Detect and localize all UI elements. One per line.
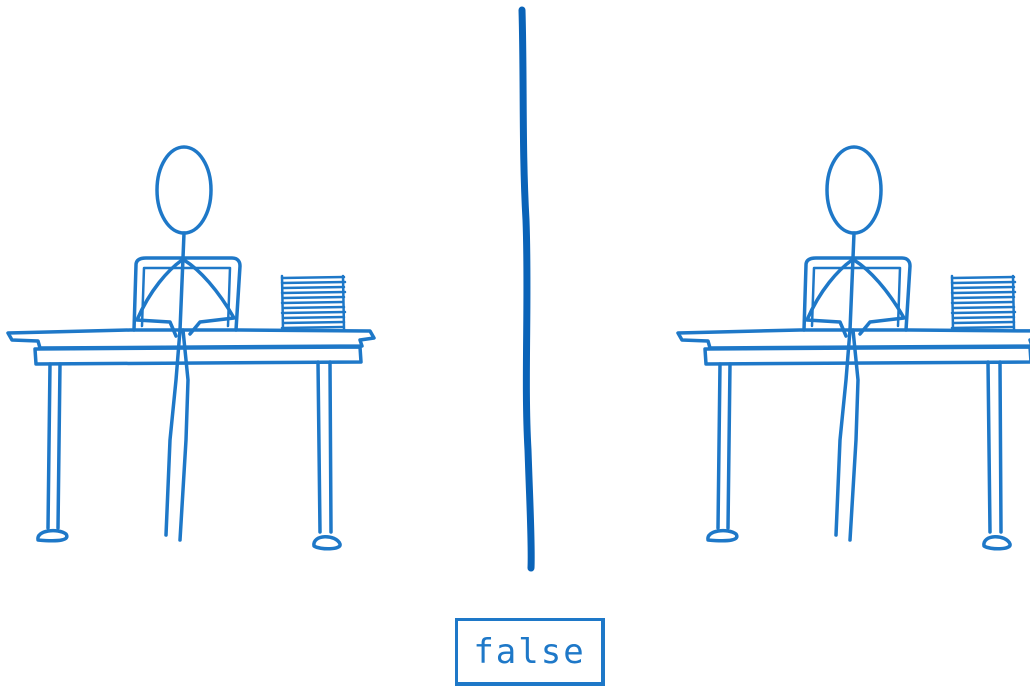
left-person-at-desk: [6, 145, 376, 551]
result-label-box: false: [455, 618, 605, 686]
result-label: false: [473, 631, 586, 672]
vertical-divider: [518, 6, 535, 572]
right-person-at-desk: [676, 145, 1030, 551]
